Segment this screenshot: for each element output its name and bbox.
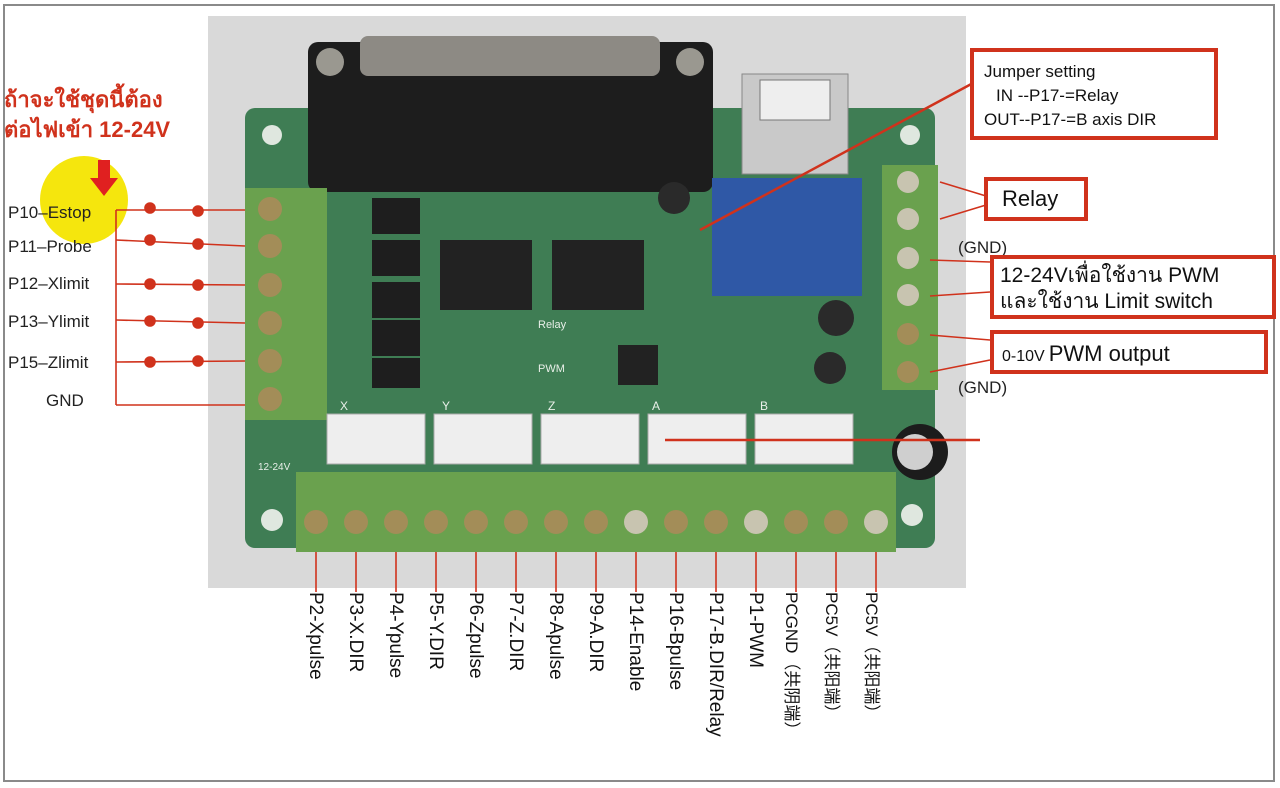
capacitor — [658, 182, 690, 214]
jumper-out: OUT--P17-=B axis DIR — [984, 110, 1157, 129]
label-pc5v-1: PC5V（共阳端） — [822, 592, 841, 722]
label-p14-enable: P14-Enable — [625, 592, 646, 692]
gnd-bottom-label: (GND) — [958, 378, 1008, 397]
image-frame — [3, 4, 1275, 782]
label-pc5v-2: PC5V（共阳端） — [862, 592, 881, 722]
relay-box: Relay — [984, 177, 1088, 221]
mount-hole — [262, 125, 282, 145]
axis-b-silk: B — [760, 399, 768, 413]
label-p8-apulse: P8-Apulse — [545, 592, 566, 680]
gnd-top-label: (GND) — [958, 238, 1008, 257]
highlight-circle — [40, 156, 128, 244]
label-p12-xlimit: P12–Xlimit — [8, 274, 90, 293]
thai-note-line2: ต่อไฟเข้า 12-24V — [4, 117, 171, 142]
label-p7-zdir: P7-Z.DIR — [505, 592, 526, 672]
label-p5-ydir: P5-Y.DIR — [425, 592, 446, 670]
capacitor — [814, 352, 846, 384]
axis-y-silk: Y — [442, 399, 450, 413]
pwm-supply-line2: และใช้งาน Limit switch — [1000, 290, 1213, 313]
jumper-in: IN --P17-=Relay — [996, 86, 1119, 105]
mount-hole — [900, 125, 920, 145]
pwm-silk: PWM — [538, 363, 565, 375]
right-terminal-block — [882, 165, 938, 390]
header-z — [540, 413, 640, 465]
pwm-output-range: 0-10V — [1002, 348, 1045, 365]
label-p17-bdir-relay: P17-B.DIR/Relay — [705, 592, 726, 737]
pwm-output-text: PWM output — [1048, 341, 1170, 366]
left-terminal-block — [245, 188, 327, 420]
label-p10-estop: P10–Estop — [8, 203, 92, 222]
label-p6-zpulse: P6-Zpulse — [465, 592, 486, 679]
header-x — [326, 413, 426, 465]
thai-note-line1: ถ้าจะใช้ชุดนี้ต้อง — [4, 87, 163, 112]
ic-chip — [618, 345, 658, 385]
db25-connector — [308, 42, 713, 192]
label-gnd-left: GND — [46, 391, 84, 410]
relay-silk: Relay — [538, 319, 567, 331]
label-p2-xpulse: P2-Xpulse — [305, 592, 326, 680]
label-p3-xdir: P3-X.DIR — [345, 592, 366, 673]
axis-x-silk: X — [340, 399, 348, 413]
right-wires — [665, 80, 991, 442]
db25-shell — [360, 36, 660, 76]
mount-hole — [901, 504, 923, 526]
down-arrow — [90, 160, 118, 196]
label-p9-adir: P9-A.DIR — [585, 592, 606, 673]
bottom-wires — [315, 552, 877, 592]
label-p13-ylimit: P13–Ylimit — [8, 312, 90, 331]
label-pcgnd: PCGND（共阴端） — [782, 592, 801, 739]
jumper-title: Jumper setting — [984, 62, 1096, 81]
label-p4-ypulse: P4-Ypulse — [385, 592, 406, 679]
axis-a-silk: A — [652, 399, 660, 413]
label-p11-probe: P11–Probe — [8, 237, 92, 256]
jumper-setting-box: Jumper setting IN --P17-=Relay OUT--P17-… — [970, 48, 1218, 140]
axis-z-silk: Z — [548, 399, 555, 413]
relay — [712, 178, 862, 296]
label-p1-pwm: P1-PWM — [745, 592, 766, 668]
label-p15-zlimit: P15–Zlimit — [8, 353, 89, 372]
ic-chip — [552, 240, 644, 310]
pwm-supply-box: 12-24Vเพื่อใช้งาน PWM และใช้งาน Limit sw… — [990, 255, 1276, 319]
ic-chip — [440, 240, 532, 310]
pwm-supply-line1: 12-24Vเพื่อใช้งาน PWM — [1000, 264, 1220, 287]
left-screws — [258, 197, 282, 411]
bottom-screws — [304, 510, 888, 534]
left-wires — [115, 202, 246, 406]
capacitor — [818, 300, 854, 336]
voltage-silk: 12-24V — [258, 462, 291, 473]
right-screws — [897, 171, 919, 383]
mount-hole — [261, 509, 283, 531]
header-y — [433, 413, 533, 465]
label-p16-bpulse: P16-Bpulse — [665, 592, 686, 691]
